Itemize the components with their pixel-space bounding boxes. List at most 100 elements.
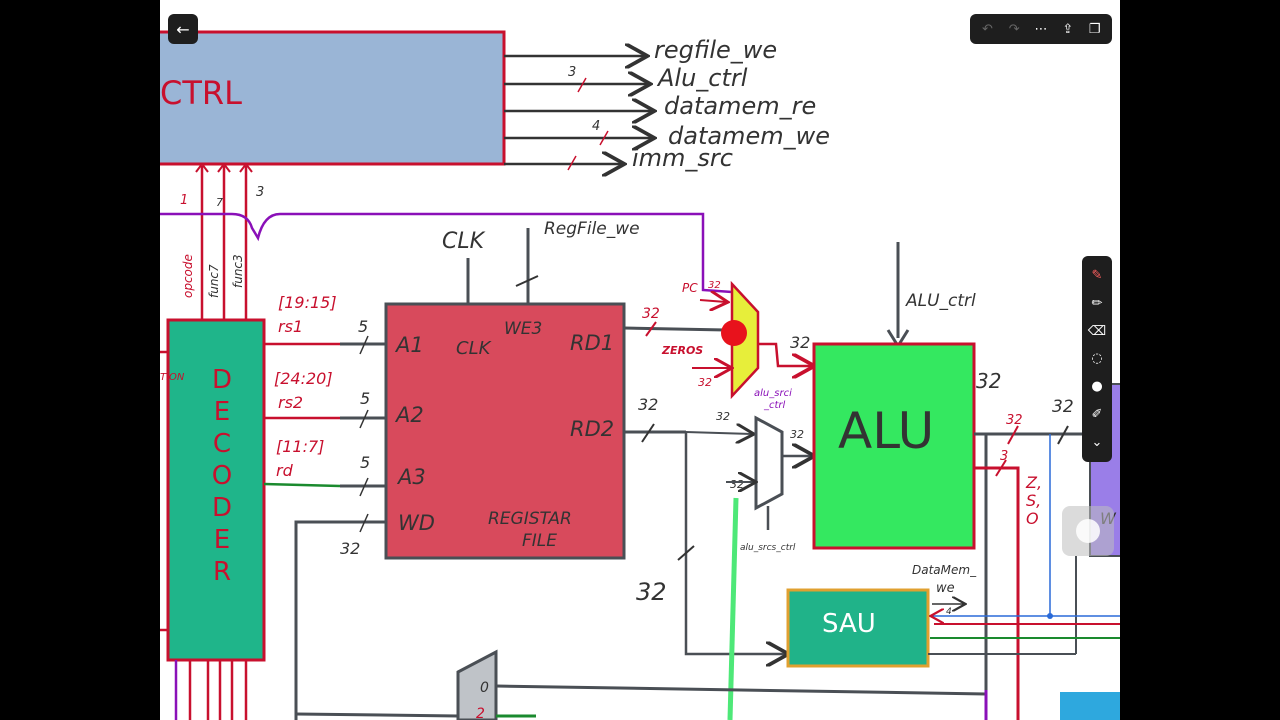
lasso-icon[interactable]: ◌ xyxy=(1091,351,1103,367)
mux1-out-width: 32 xyxy=(790,333,810,352)
sau-block xyxy=(786,588,930,668)
port-a1: A1 xyxy=(394,333,424,357)
eraser-icon[interactable]: ⌫ xyxy=(1087,323,1107,339)
decoder-in-mark-3: 3 xyxy=(256,185,264,200)
a3-width: 5 xyxy=(360,453,370,472)
decoder-label-opcode: opcode xyxy=(181,254,195,298)
redo-icon[interactable]: ↷ xyxy=(1008,21,1020,37)
mux1-ctrl-line1: alu_srci xyxy=(754,388,792,399)
port-clk: CLK xyxy=(456,338,492,359)
alu-block xyxy=(812,342,976,550)
decoder-letter: D xyxy=(212,365,232,395)
regfile-name-line2: FILE xyxy=(522,531,557,551)
decoder-in-mark-1: 1 xyxy=(180,193,188,208)
regfile-we-label: RegFile_we xyxy=(544,219,640,239)
ctrl-title: CTRL xyxy=(160,74,242,112)
touch-dot-icon xyxy=(1076,519,1100,543)
wd-width: 32 xyxy=(340,539,360,558)
ctrl-block xyxy=(160,30,506,166)
rd-bits-label: [11:7] xyxy=(276,437,324,456)
bottom-right-block xyxy=(1060,692,1120,720)
alu-result-width-red: 32 xyxy=(1006,413,1023,428)
decoder-letter: R xyxy=(213,557,231,587)
alu-result-width-far: 32 xyxy=(1052,397,1074,417)
ctrl-out-alu-ctrl: Alu_ctrl xyxy=(656,64,748,92)
alu-label: ALU xyxy=(838,402,934,460)
back-arrow-icon: ← xyxy=(176,19,190,39)
ctrl-out-datamem-we: datamem_we xyxy=(668,122,830,150)
decoder-side-label: TION xyxy=(160,372,185,383)
mux2-in-width-3: 32 xyxy=(730,478,744,491)
circuit-diagram: CTRL 3 4 regfile_we Alu_ctrl datamem_re … xyxy=(160,30,1120,720)
copy-icon[interactable]: ❐ xyxy=(1088,21,1101,37)
drawing-tools-toolbar: ✎ ✏ ⌫ ◌ ● ✐ ⌄ xyxy=(1082,256,1112,462)
green-feedback-wire xyxy=(727,497,739,720)
decoder-letter: C xyxy=(213,429,231,459)
ctrl-bus-width-4: 4 xyxy=(592,119,600,134)
mux1-ctrl-line2: _ctrl xyxy=(763,400,786,411)
decoder-label-func3: func3 xyxy=(231,254,245,288)
port-a3: A3 xyxy=(396,465,426,489)
ctrl-out-datamem-re: datamem_re xyxy=(664,92,816,120)
decoder-letter: E xyxy=(214,397,230,427)
mux1-pc-label: PC xyxy=(682,281,698,295)
port-a2: A2 xyxy=(394,403,424,427)
sau-label: SAU xyxy=(822,609,876,639)
ctrl-out-imm-src: imm_src xyxy=(632,144,733,172)
regfile-we-wire xyxy=(160,212,733,294)
rd1-width: 32 xyxy=(642,306,660,322)
port-rd2: RD2 xyxy=(570,417,614,441)
rs2-label: rs2 xyxy=(278,393,303,412)
rs1-bits-label: [19:15] xyxy=(278,293,337,312)
alu-out-width: 32 xyxy=(976,369,1001,393)
clk-label: CLK xyxy=(442,229,486,254)
pen-icon[interactable]: ✏ xyxy=(1091,296,1103,312)
decoder-in-mark-7: 7 xyxy=(216,196,223,209)
datamem-we-line2: we xyxy=(936,581,955,596)
top-toolbar: ↶ ↷ ⋯ ⇪ ❐ xyxy=(970,14,1112,44)
flags-width: 3 xyxy=(1000,449,1008,464)
mux2-ctrl-label: alu_srcs_ctrl xyxy=(740,543,796,553)
whiteboard-canvas: CTRL 3 4 regfile_we Alu_ctrl datamem_re … xyxy=(160,0,1120,720)
flag-o: O xyxy=(1026,509,1039,528)
mux3-input-2: 2 xyxy=(476,706,485,720)
decoder-letter: O xyxy=(212,461,232,491)
collapse-icon[interactable]: ⌄ xyxy=(1091,434,1103,450)
a1-width: 5 xyxy=(358,317,368,336)
mux2-shape xyxy=(754,415,784,511)
alu-ctrl-label: ALU_ctrl xyxy=(905,291,976,311)
decoder-letter: E xyxy=(214,525,230,555)
decoder-label-func7: func7 xyxy=(207,264,221,298)
back-button[interactable]: ← xyxy=(168,14,198,44)
flag-z: Z, xyxy=(1025,473,1042,492)
ctrl-out-regfile-we: regfile_we xyxy=(654,36,777,64)
highlighter-icon[interactable]: ✐ xyxy=(1091,406,1103,422)
decoder-letter: D xyxy=(212,493,232,523)
register-file-block xyxy=(384,302,626,560)
a2-width: 5 xyxy=(360,389,370,408)
bus-32-label: 32 xyxy=(636,578,667,606)
floating-touch-button[interactable] xyxy=(1062,506,1114,556)
datamem-we-width: 4 xyxy=(946,607,952,617)
mux2-in-width-1: 32 xyxy=(716,410,730,423)
mux2-in-width-2: 32 xyxy=(790,428,804,441)
datamem-we-line1: DataMem_ xyxy=(912,563,977,577)
mic-icon[interactable]: ● xyxy=(1091,379,1103,395)
decoder-block xyxy=(166,318,266,662)
share-icon[interactable]: ⇪ xyxy=(1062,21,1074,37)
flag-s: S, xyxy=(1026,491,1041,510)
laser-pen-icon[interactable]: ✎ xyxy=(1091,268,1103,284)
rs2-bits-label: [24:20] xyxy=(274,369,333,388)
mux1-pc-width: 32 xyxy=(708,280,721,291)
mux3-shape xyxy=(456,649,498,720)
mux1-zeros-label: ZEROS xyxy=(661,344,703,357)
mux3-input-0: 0 xyxy=(480,680,489,696)
more-icon[interactable]: ⋯ xyxy=(1034,21,1048,37)
undo-icon[interactable]: ↶ xyxy=(981,21,993,37)
rd2-width: 32 xyxy=(638,395,658,414)
mux1-in-width: 32 xyxy=(698,376,712,389)
ctrl-bus-width-3: 3 xyxy=(568,65,576,80)
regfile-name-line1: REGISTAR xyxy=(488,509,572,529)
mux1-select-dot xyxy=(721,320,747,346)
port-wd: WD xyxy=(398,511,435,535)
